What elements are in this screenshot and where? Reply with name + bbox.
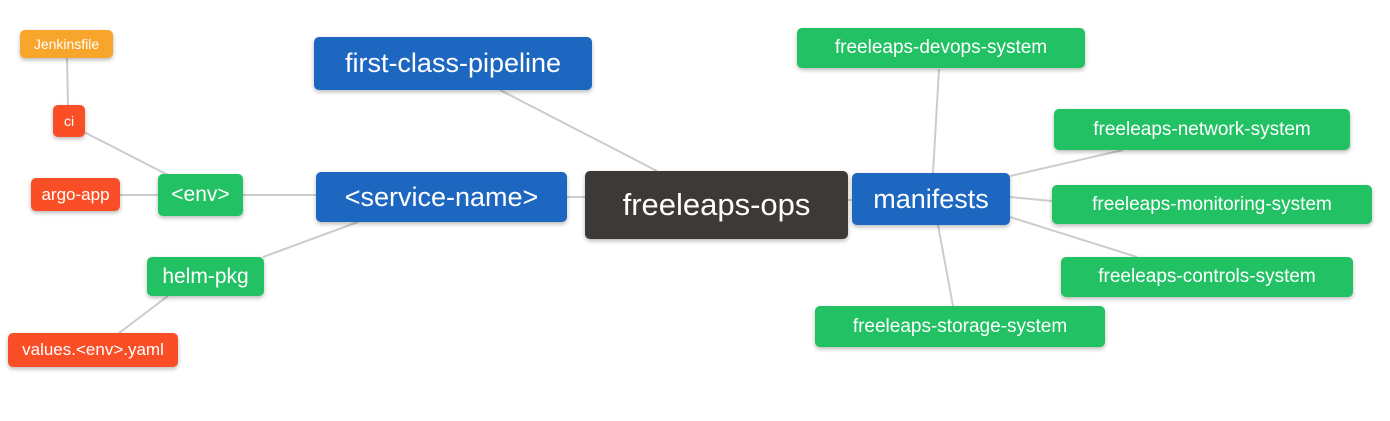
- edge-manifests-storage: [937, 224, 954, 307]
- node-first-class-pipeline[interactable]: first-class-pipeline: [314, 37, 592, 90]
- node-controls-system[interactable]: freeleaps-controls-system: [1061, 257, 1353, 297]
- edge-manifests-controls: [1009, 216, 1138, 258]
- node-argo-app[interactable]: argo-app: [31, 178, 120, 211]
- node-network-system[interactable]: freeleaps-network-system: [1054, 109, 1350, 150]
- node-freeleaps-ops[interactable]: freeleaps-ops: [585, 171, 848, 239]
- node-service-name[interactable]: <service-name>: [316, 172, 567, 222]
- edge-helm-service: [262, 221, 359, 258]
- node-devops-system[interactable]: freeleaps-devops-system: [797, 28, 1085, 68]
- node-env[interactable]: <env>: [158, 174, 243, 216]
- edge-manifests-devops: [932, 68, 940, 174]
- node-storage-system[interactable]: freeleaps-storage-system: [815, 306, 1105, 347]
- edge-ci-env: [83, 131, 169, 176]
- node-manifests[interactable]: manifests: [852, 173, 1010, 225]
- edge-pipeline-ops: [499, 89, 658, 172]
- edge-values-helm: [118, 295, 169, 334]
- edge-jenkinsfile-ci: [66, 57, 69, 106]
- node-ci[interactable]: ci: [53, 105, 85, 137]
- node-monitoring-system[interactable]: freeleaps-monitoring-system: [1052, 185, 1372, 224]
- edge-manifests-monitoring: [1009, 196, 1053, 202]
- node-helm-pkg[interactable]: helm-pkg: [147, 257, 264, 296]
- node-jenkinsfile[interactable]: Jenkinsfile: [20, 30, 113, 58]
- edge-manifests-network: [1009, 149, 1124, 177]
- node-values-env-yaml[interactable]: values.<env>.yaml: [8, 333, 178, 367]
